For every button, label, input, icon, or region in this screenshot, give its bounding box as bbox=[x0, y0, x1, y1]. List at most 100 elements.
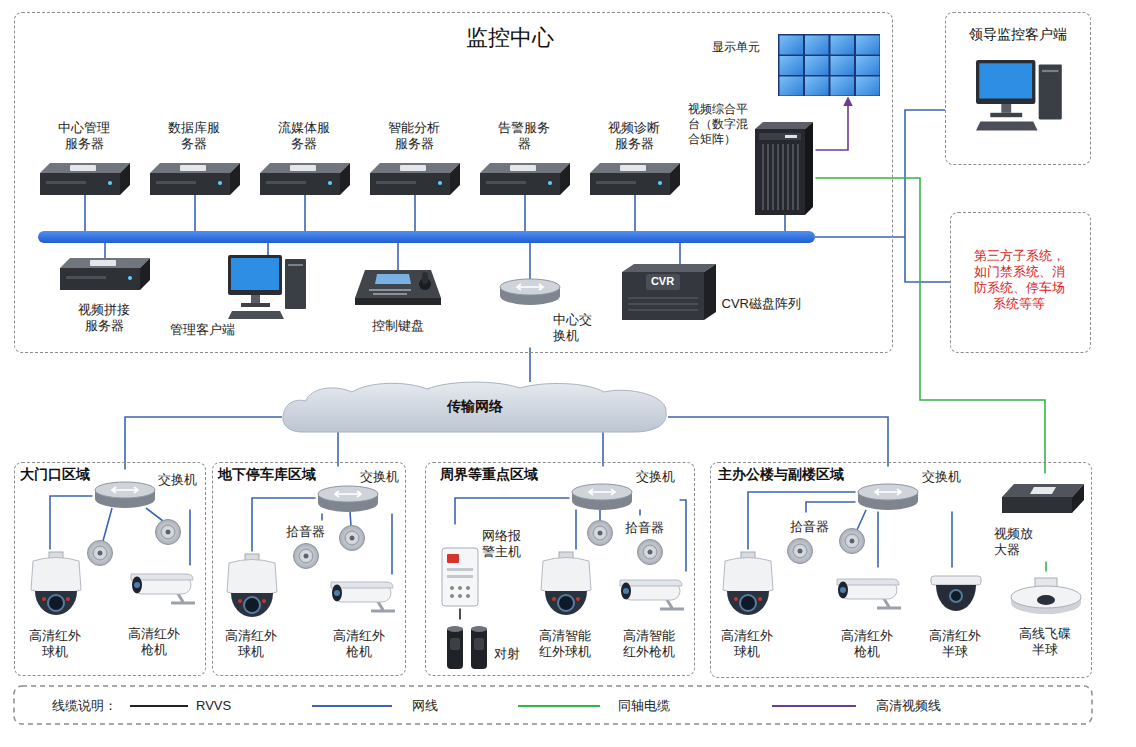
device-box: 告警服务 器 bbox=[478, 116, 572, 210]
network-cloud: 传输网络 bbox=[282, 382, 668, 432]
text-slot: 交换机 bbox=[360, 469, 399, 485]
mic-icon bbox=[840, 529, 865, 554]
text-slot: 中心管理 服务器 bbox=[56, 120, 113, 153]
device-box: CVR CVR磁盘阵列 bbox=[620, 262, 816, 324]
device-box: 视频综合平 台（数字混 合矩阵） bbox=[686, 100, 816, 218]
cable-line bbox=[321, 514, 323, 521]
device-box: 高线飞碟 半球 bbox=[1005, 572, 1088, 668]
device-box: 中心交 换机 bbox=[496, 274, 602, 348]
bullet-camera bbox=[620, 580, 684, 609]
node-label: 监控中心 bbox=[466, 24, 554, 52]
pc-icon bbox=[228, 255, 306, 319]
device-box: 高清红外 枪机 bbox=[830, 568, 906, 668]
node-label: CVR磁盘阵列 bbox=[722, 296, 801, 312]
cable-line bbox=[816, 98, 849, 151]
mic-icon bbox=[588, 521, 613, 546]
node-label: 高清红外 球机 bbox=[27, 628, 84, 661]
server-icon bbox=[480, 163, 570, 195]
node-label: 高清红外 枪机 bbox=[126, 626, 183, 659]
fisheye-camera bbox=[1011, 578, 1081, 614]
text-slot: 视频诊断 服务器 bbox=[606, 120, 663, 153]
node-label: 高线飞碟 半球 bbox=[1017, 626, 1074, 659]
network-bus bbox=[38, 231, 815, 243]
node-label: 高清红外 球机 bbox=[223, 628, 280, 661]
bus-link bbox=[815, 110, 950, 282]
cable-line bbox=[459, 609, 461, 620]
storage-icon bbox=[622, 264, 716, 320]
dome-camera bbox=[31, 552, 81, 615]
text-slot: 网络报 警主机 bbox=[482, 528, 526, 561]
cable-line bbox=[951, 512, 953, 568]
node-label: 高清红外 枪机 bbox=[331, 628, 388, 661]
text-slot: 监控中心 bbox=[466, 24, 554, 52]
server-icon bbox=[590, 163, 680, 195]
node-label: 交换机 bbox=[158, 472, 197, 488]
node-label: 高清红外 半球 bbox=[927, 628, 984, 661]
legend-box bbox=[14, 686, 1092, 724]
switch-icon bbox=[95, 482, 155, 508]
cable-line bbox=[748, 492, 856, 550]
region-box: 监控中心中心管理 服务器数据库服 务器流媒体服 务器智能分析 服务器告警服务 器… bbox=[14, 12, 893, 353]
cable-line bbox=[680, 500, 687, 572]
text-slot: RVVS bbox=[196, 698, 231, 714]
node-label: 视频综合平 台（数字混 合矩阵） bbox=[688, 102, 752, 147]
text-slot: 智能分析 服务器 bbox=[386, 120, 443, 153]
cloud-outline bbox=[283, 382, 666, 432]
text-slot: 高清红外 枪机 bbox=[839, 628, 896, 661]
dome-camera bbox=[227, 554, 277, 617]
node-label: 流媒体服 务器 bbox=[276, 120, 333, 153]
text-slot: 交换机 bbox=[158, 472, 197, 488]
device-box: 流媒体服 务器 bbox=[258, 116, 352, 210]
region-box: 地下停车库区域交换机拾音器高清红外 球机高清红外 枪机 bbox=[212, 462, 406, 676]
cable-line bbox=[816, 178, 1046, 474]
mic-icon bbox=[340, 526, 365, 551]
node-label: 告警服务 器 bbox=[496, 120, 553, 153]
text-slot: 中心交 换机 bbox=[553, 312, 597, 345]
region-box: 大门口区域交换机高清红外 球机高清红外 枪机 bbox=[14, 462, 206, 676]
text-slot: 告警服务 器 bbox=[496, 120, 553, 153]
mic-icon bbox=[788, 539, 813, 564]
node-label: CVR bbox=[651, 275, 674, 289]
device-box: 交换机 bbox=[570, 467, 680, 510]
region-box: 第三方子系统， 如门禁系统、消 防系统、停车场 系统等等 bbox=[950, 212, 1091, 353]
node-label: 第三方子系统， 如门禁系统、消 防系统、停车场 系统等等 bbox=[972, 248, 1068, 313]
node-label: 智能分析 服务器 bbox=[386, 120, 443, 153]
cable-line bbox=[575, 510, 577, 550]
text-slot: 高清红外 枪机 bbox=[331, 628, 388, 661]
node-label: 高清智能 红外球机 bbox=[537, 628, 594, 661]
legend-sample bbox=[518, 705, 600, 707]
semi-dome-camera bbox=[931, 576, 981, 611]
text-slot: 对射 bbox=[494, 646, 520, 662]
pc-icon bbox=[976, 60, 1062, 130]
text-slot: 显示单元 bbox=[712, 40, 760, 55]
node-label: 视频诊断 服务器 bbox=[606, 120, 663, 153]
switch-icon bbox=[500, 279, 560, 305]
node-label: 交换机 bbox=[922, 469, 961, 485]
text-slot: 流媒体服 务器 bbox=[276, 120, 333, 153]
device-box: 智能分析 服务器 bbox=[368, 116, 462, 210]
text-slot: 交换机 bbox=[922, 469, 961, 485]
device-box: 交换机 bbox=[93, 470, 201, 510]
cable-line bbox=[1045, 562, 1047, 572]
node-label: 拾音器 bbox=[625, 520, 664, 536]
cable-line bbox=[391, 514, 393, 575]
text-slot: 高清智能 红外枪机 bbox=[621, 628, 678, 661]
node-label: 高清智能 红外枪机 bbox=[621, 628, 678, 661]
text-slot: CVR bbox=[651, 275, 674, 289]
region-box: 周界等重点区域交换机网络报 警主机对射拾音器高清智能 红外球机高清智能 红外枪机 bbox=[425, 462, 695, 676]
bullet-camera bbox=[131, 574, 195, 603]
server-icon bbox=[40, 163, 130, 195]
server-icon bbox=[150, 163, 240, 195]
node-label: 主办公楼与副楼区域 bbox=[718, 466, 844, 484]
text-slot: 线缆说明： bbox=[52, 698, 117, 714]
node-label: 中心管理 服务器 bbox=[56, 120, 113, 153]
device-box: 高清红外 枪机 bbox=[108, 566, 202, 668]
node-label: 对射 bbox=[494, 646, 520, 662]
mic-icon bbox=[638, 540, 663, 565]
text-slot: 拾音器 bbox=[625, 520, 664, 536]
server-stub bbox=[85, 195, 785, 231]
text-slot: 网线 bbox=[412, 698, 438, 714]
device-box: 视频拼接 服务器 bbox=[55, 254, 155, 342]
device-box: 视频诊断 服务器 bbox=[588, 116, 682, 210]
